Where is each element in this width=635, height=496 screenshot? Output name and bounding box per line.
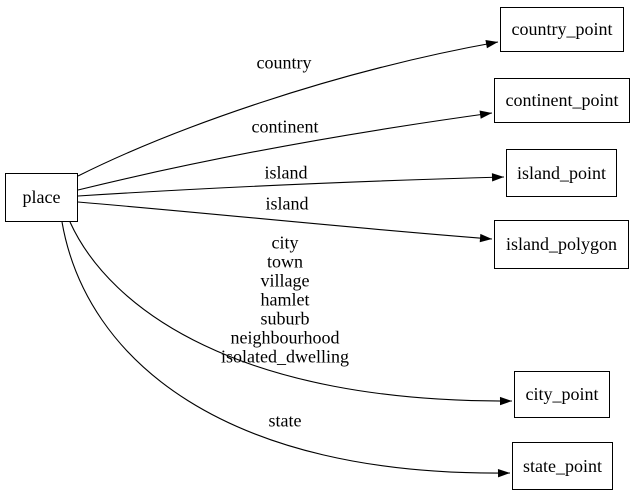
- edge-place-city-point: [69, 221, 513, 406]
- edge-label-island: island: [264, 162, 308, 183]
- edge-label-country: country: [256, 52, 312, 73]
- edge-place-island-point: [77, 173, 505, 197]
- node-label: place: [22, 187, 61, 207]
- edge-label-city-town-village: city town village hamlet suburb neighbou…: [221, 232, 349, 367]
- edge-place-state-point: [61, 221, 511, 478]
- node-continent-point: continent_point: [494, 78, 630, 123]
- node-island-point: island_point: [506, 149, 617, 197]
- node-island-polygon: island_polygon: [494, 220, 629, 269]
- node-label: island_point: [517, 162, 606, 183]
- node-label: country_point: [511, 19, 613, 39]
- edge-place-island-polygon: [77, 201, 493, 243]
- node-place: place: [5, 173, 78, 222]
- node-city-point: city_point: [514, 371, 610, 418]
- edge-label-state: state: [268, 410, 302, 431]
- edge-label-island: island: [265, 193, 309, 214]
- node-label: state_point: [523, 455, 602, 476]
- edge-label-continent: continent: [251, 116, 319, 137]
- node-label: continent_point: [505, 90, 619, 110]
- edge-place-country-point: [77, 39, 499, 177]
- node-state-point: state_point: [512, 442, 613, 490]
- node-country-point: country_point: [500, 7, 624, 52]
- node-label: city_point: [525, 384, 599, 404]
- node-label: island_polygon: [506, 234, 617, 254]
- edge-place-continent-point: [77, 110, 493, 191]
